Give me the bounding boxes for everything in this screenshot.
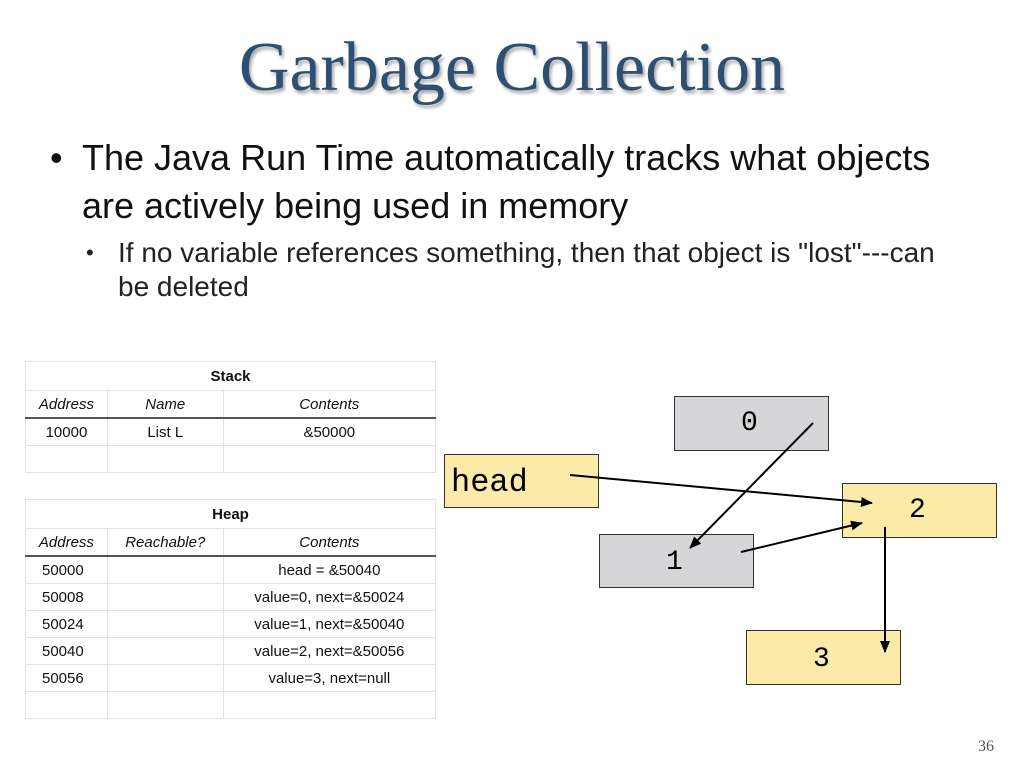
- table-row: 10000 List L &50000: [25, 417, 437, 446]
- table-row: 50024 value=1, next=&50040: [25, 610, 437, 638]
- head-variable-box: head: [444, 454, 599, 508]
- table-row: [25, 691, 437, 719]
- head-label: head: [451, 464, 528, 501]
- table-row: 50056 value=3, next=null: [25, 664, 437, 692]
- cell: head = &50040: [222, 555, 437, 584]
- heap-table: Heap Address Reachable? Contents 50000 h…: [25, 499, 437, 719]
- heap-caption: Heap: [25, 499, 436, 529]
- arrow-node0-to-node1: [689, 422, 814, 549]
- cell: value=1, next=&50040: [222, 610, 437, 638]
- node-3: 3: [746, 630, 901, 685]
- cell: value=3, next=null: [222, 664, 437, 692]
- cell: 10000: [25, 417, 108, 446]
- node-0: 0: [674, 396, 829, 451]
- stack-header-name: Name: [106, 390, 224, 419]
- node-0-value: 0: [741, 408, 758, 439]
- sub-bullet-text: If no variable references something, the…: [118, 237, 935, 302]
- stack-table: Stack Address Name Contents 10000 List L…: [25, 361, 437, 473]
- arrow-node1-to-node2: [740, 520, 863, 553]
- cell: 50000: [25, 555, 108, 584]
- node-1: 1: [599, 534, 754, 588]
- heap-header-reachable: Reachable?: [106, 528, 224, 557]
- stack-header-contents: Contents: [222, 390, 437, 419]
- page-number: 36: [978, 738, 994, 755]
- cell: [106, 637, 224, 665]
- cell: value=2, next=&50056: [222, 637, 437, 665]
- bullet-marker: •: [50, 137, 63, 178]
- cell: 50008: [25, 583, 108, 611]
- main-bullet-text: The Java Run Time automatically tracks w…: [82, 137, 931, 226]
- node-2: 2: [842, 483, 997, 538]
- stack-header-address: Address: [25, 390, 108, 419]
- heap-header-address: Address: [25, 528, 108, 557]
- node-2-value: 2: [909, 495, 926, 526]
- cell: [106, 610, 224, 638]
- table-row: 50000 head = &50040: [25, 555, 437, 584]
- slide-title: Garbage Collection: [238, 29, 786, 106]
- node-1-value: 1: [666, 547, 683, 578]
- heap-header-contents: Contents: [222, 528, 437, 557]
- node-3-value: 3: [813, 644, 830, 675]
- bullet-marker: •: [86, 240, 94, 265]
- cell: 50024: [25, 610, 108, 638]
- table-row: [25, 445, 437, 473]
- table-row: 50040 value=2, next=&50056: [25, 637, 437, 665]
- arrow-head-to-node2: [569, 474, 873, 507]
- stack-caption: Stack: [25, 361, 436, 391]
